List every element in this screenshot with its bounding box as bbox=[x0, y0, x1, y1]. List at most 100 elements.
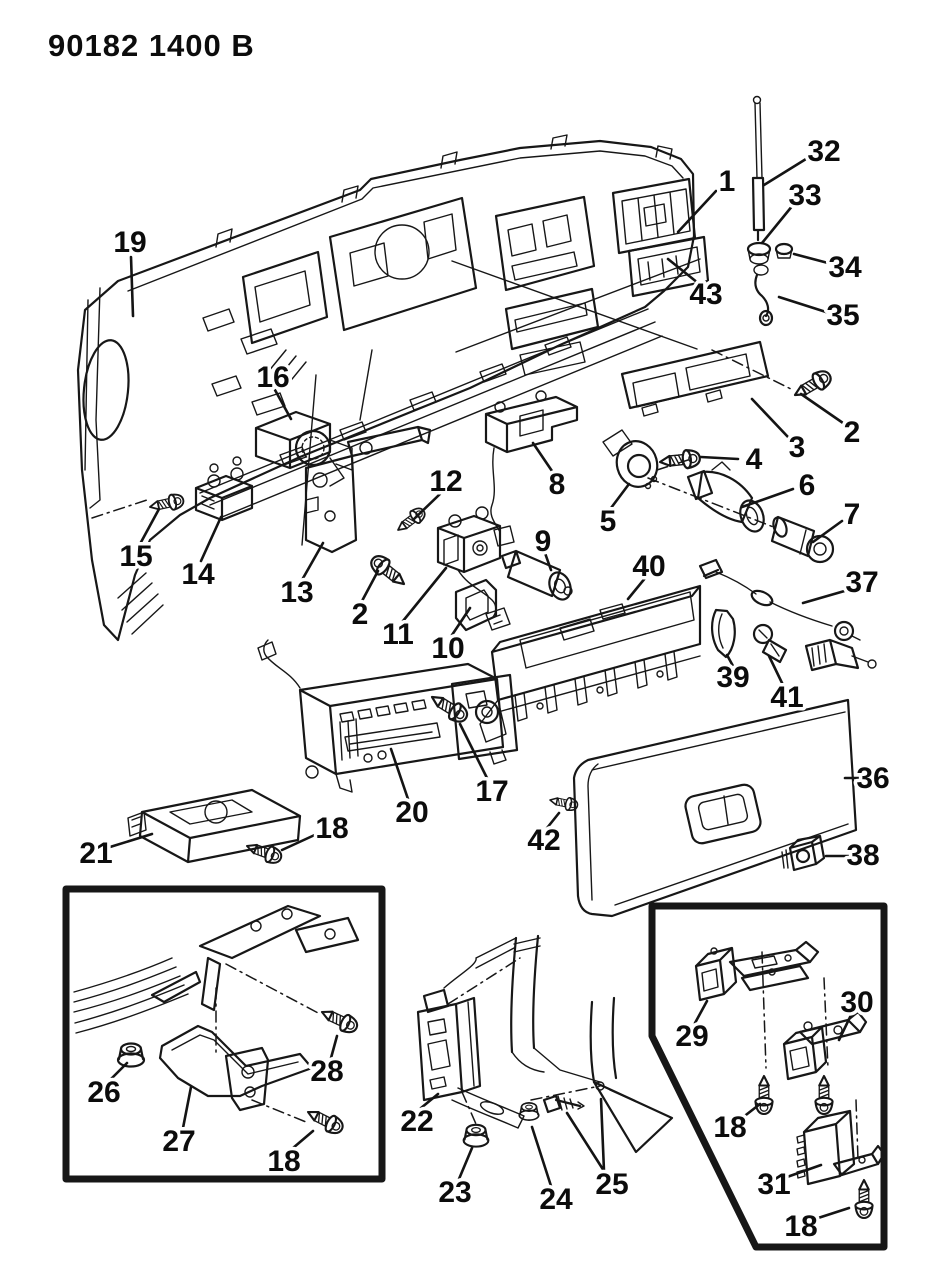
callout-35: 35 bbox=[826, 299, 859, 332]
callout-33: 33 bbox=[788, 179, 821, 212]
callout-22-leader bbox=[419, 1092, 440, 1110]
callout-37-leader bbox=[801, 588, 850, 605]
screw-2-center bbox=[366, 550, 411, 593]
callout-35-leader bbox=[777, 295, 828, 314]
callout-15: 15 bbox=[119, 540, 152, 573]
callout-25-leader bbox=[565, 1111, 606, 1173]
antenna-mast bbox=[746, 95, 794, 327]
callout-18c: 18 bbox=[713, 1111, 746, 1144]
callout-37: 37 bbox=[845, 566, 878, 599]
callout-26-leader bbox=[108, 1061, 129, 1082]
callout-18a: 18 bbox=[315, 812, 348, 845]
instrument-panel-assembly bbox=[76, 134, 710, 642]
callout-42: 42 bbox=[527, 824, 560, 857]
screw-18-inset-right-a bbox=[754, 1074, 774, 1116]
switch-11 bbox=[436, 506, 511, 631]
callout-25: 25 bbox=[595, 1168, 628, 1201]
callout-41-leader bbox=[767, 654, 785, 687]
callout-18b-leader bbox=[291, 1129, 315, 1150]
glovebox-switch-38 bbox=[781, 834, 826, 872]
callout-3: 3 bbox=[789, 431, 806, 464]
callout-21-leader bbox=[108, 832, 154, 849]
cowl-side-assembly bbox=[416, 934, 674, 1154]
screw-18-left bbox=[243, 837, 285, 867]
callout-28: 28 bbox=[310, 1055, 343, 1088]
callout-43: 43 bbox=[689, 278, 722, 311]
callout-3-leader bbox=[750, 397, 790, 439]
relay-31 bbox=[796, 1109, 886, 1186]
callout-18d-leader bbox=[813, 1206, 851, 1221]
callout-20-leader bbox=[389, 747, 410, 801]
callout-18a-leader bbox=[280, 831, 321, 852]
screw-15 bbox=[147, 491, 186, 516]
callout-11: 11 bbox=[382, 618, 414, 651]
bracket-13 bbox=[304, 425, 432, 554]
callout-12: 12 bbox=[429, 465, 462, 498]
glovebox-bin-40 bbox=[479, 584, 702, 743]
callout-12-leader bbox=[412, 492, 442, 521]
callout-23: 23 bbox=[438, 1176, 471, 1209]
callout-29-leader bbox=[693, 999, 709, 1025]
callout-14-leader bbox=[199, 515, 223, 563]
connector-29 bbox=[694, 946, 738, 1002]
callout-26: 26 bbox=[87, 1076, 120, 1109]
callout-5-leader bbox=[609, 482, 631, 510]
callout-8: 8 bbox=[549, 468, 566, 501]
callout-20: 20 bbox=[395, 796, 428, 829]
callout-34: 34 bbox=[828, 251, 862, 284]
switch-14 bbox=[194, 456, 254, 522]
callout-15-leader bbox=[138, 507, 161, 546]
callout-4: 4 bbox=[746, 443, 763, 476]
lighter-element-9 bbox=[500, 549, 573, 601]
callout-30: 30 bbox=[840, 986, 873, 1019]
callout-8-leader bbox=[531, 441, 554, 473]
callout-16-leader bbox=[273, 388, 293, 421]
blower-resistor-16 bbox=[254, 410, 353, 487]
check-strap-37 bbox=[698, 558, 861, 642]
callout-5: 5 bbox=[600, 505, 617, 538]
callout-41: 41 bbox=[770, 681, 803, 714]
callout-16: 16 bbox=[256, 361, 289, 394]
callout-31-leader bbox=[785, 1163, 823, 1179]
callout-32: 32 bbox=[807, 135, 840, 168]
lighter-knob-7 bbox=[770, 515, 835, 564]
callout-2a-leader bbox=[799, 392, 845, 425]
callout-18b: 18 bbox=[267, 1145, 300, 1178]
callout-25-leader bbox=[599, 1097, 606, 1173]
heater-control-bezel bbox=[620, 340, 794, 417]
screw-2-right bbox=[789, 366, 836, 404]
callout-2b-leader bbox=[360, 569, 380, 603]
callout-27: 27 bbox=[162, 1125, 195, 1158]
callout-42-leader bbox=[545, 811, 561, 830]
callout-24-leader bbox=[530, 1125, 553, 1188]
callout-39: 39 bbox=[716, 661, 749, 694]
inset-box-right bbox=[648, 902, 888, 1251]
socket-ring-5 bbox=[602, 429, 777, 529]
screw-18-inset-right-c bbox=[854, 1178, 874, 1220]
callout-layer: 1913233343543234567891011121314151617181… bbox=[76, 132, 893, 1247]
callout-18c-leader bbox=[740, 1102, 762, 1120]
callout-27-leader bbox=[181, 1085, 193, 1130]
callout-7: 7 bbox=[844, 498, 861, 531]
bulb-and-socket-41 bbox=[752, 623, 877, 672]
bracket-8 bbox=[484, 390, 579, 547]
callout-4-leader bbox=[699, 455, 740, 461]
callout-19: 19 bbox=[113, 226, 146, 259]
callout-6: 6 bbox=[799, 469, 816, 502]
callout-1: 1 bbox=[719, 165, 736, 198]
callout-6-leader bbox=[740, 487, 795, 509]
radio-20 bbox=[257, 639, 519, 793]
callout-9: 9 bbox=[535, 525, 552, 558]
callout-2a: 2 bbox=[844, 416, 861, 449]
callout-22: 22 bbox=[400, 1105, 433, 1138]
glovebox-door-36 bbox=[572, 698, 858, 918]
callout-34-leader bbox=[792, 252, 830, 265]
callout-39-leader bbox=[725, 653, 735, 668]
callout-21: 21 bbox=[79, 837, 112, 870]
screw-17 bbox=[426, 688, 472, 727]
callout-10-leader bbox=[450, 606, 472, 637]
callout-17-leader bbox=[458, 722, 489, 780]
callout-33-leader bbox=[760, 203, 795, 245]
callout-32-leader bbox=[762, 157, 808, 187]
